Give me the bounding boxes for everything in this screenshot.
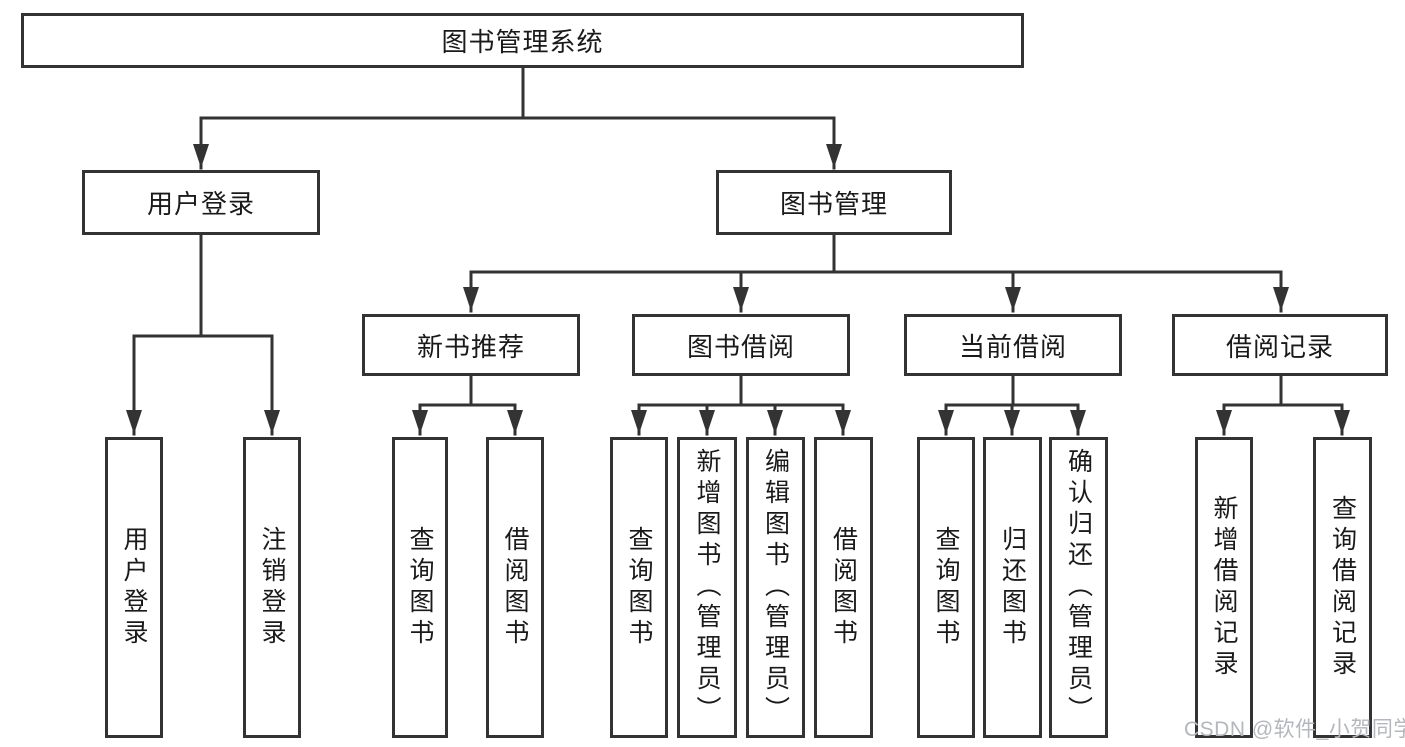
leaf-add-books-admin: 新增图书（管理员） — [677, 437, 737, 738]
leaf-add-borrow-record: 新增借阅记录 — [1195, 437, 1253, 738]
node-label: 查询图书 — [625, 525, 653, 650]
leaf-logout: 注销登录 — [243, 437, 301, 738]
node-label: 新增借阅记录 — [1210, 494, 1238, 681]
leaf-return-books: 归还图书 — [983, 437, 1042, 738]
node-label: 新增图书（管理员） — [693, 448, 721, 727]
csdn-watermark: CSDN @软件_小贺同学 — [1184, 718, 1405, 741]
node-label: 图书管理系统 — [441, 27, 604, 57]
node-label: 借阅图书 — [829, 525, 858, 650]
node-label: 用户登录 — [146, 189, 255, 219]
node-label: 确认归还（管理员） — [1064, 448, 1093, 727]
leaf-query-books-borrowing: 查询图书 — [610, 437, 668, 738]
leaf-query-books-recommend: 查询图书 — [392, 437, 448, 738]
leaf-user-login: 用户登录 — [105, 437, 163, 738]
node-user-login-branch: 用户登录 — [82, 170, 320, 235]
node-borrowing-records: 借阅记录 — [1172, 314, 1388, 376]
node-book-borrowing: 图书借阅 — [632, 314, 850, 376]
leaf-confirm-return-admin: 确认归还（管理员） — [1049, 437, 1108, 738]
leaf-edit-books-admin: 编辑图书（管理员） — [746, 437, 805, 738]
node-label: 图书借阅 — [686, 331, 795, 362]
node-label: 借阅图书 — [501, 525, 529, 650]
node-label: 编辑图书（管理员） — [761, 448, 790, 727]
node-current-borrowing: 当前借阅 — [904, 314, 1122, 376]
node-new-book-recommend: 新书推荐 — [362, 314, 580, 376]
node-book-management-branch: 图书管理 — [716, 170, 952, 235]
node-label: 用户登录 — [120, 525, 148, 650]
node-label: 查询图书 — [406, 525, 434, 650]
node-library-management-system: 图书管理系统 — [21, 13, 1024, 68]
node-label: 归还图书 — [998, 525, 1027, 650]
node-label: 当前借阅 — [958, 331, 1067, 362]
leaf-borrow-books: 借阅图书 — [814, 437, 873, 738]
node-label: 图书管理 — [779, 189, 888, 219]
node-label: 查询借阅记录 — [1328, 494, 1357, 681]
node-label: 新书推荐 — [416, 331, 525, 362]
leaf-query-borrow-record: 查询借阅记录 — [1313, 437, 1372, 738]
node-label: 借阅记录 — [1225, 331, 1334, 362]
leaf-borrow-books-recommend: 借阅图书 — [486, 437, 544, 738]
node-label: 查询图书 — [932, 525, 960, 650]
leaf-query-books-current: 查询图书 — [917, 437, 975, 738]
node-label: 注销登录 — [258, 525, 286, 650]
